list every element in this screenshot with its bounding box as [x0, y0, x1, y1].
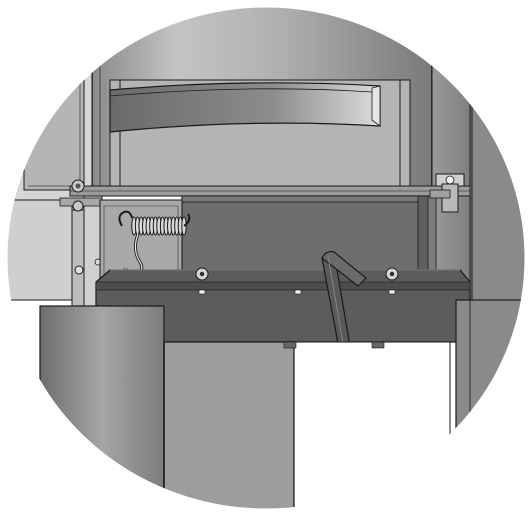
- spring-end-hook: [183, 213, 191, 227]
- right-bolt-assembly: [429, 173, 465, 213]
- slot-hole: [294, 289, 302, 295]
- detail-circle-border: [4, 4, 528, 512]
- clamp-plate: [95, 267, 471, 343]
- tension-spring: [131, 213, 191, 236]
- curved-band: [109, 82, 381, 133]
- slot-hole: [198, 289, 206, 295]
- plate-bolt-left: [195, 267, 209, 281]
- plate-bolt-right: [385, 267, 399, 281]
- slot-hole: [388, 289, 396, 295]
- mounting-bracket: [99, 195, 429, 281]
